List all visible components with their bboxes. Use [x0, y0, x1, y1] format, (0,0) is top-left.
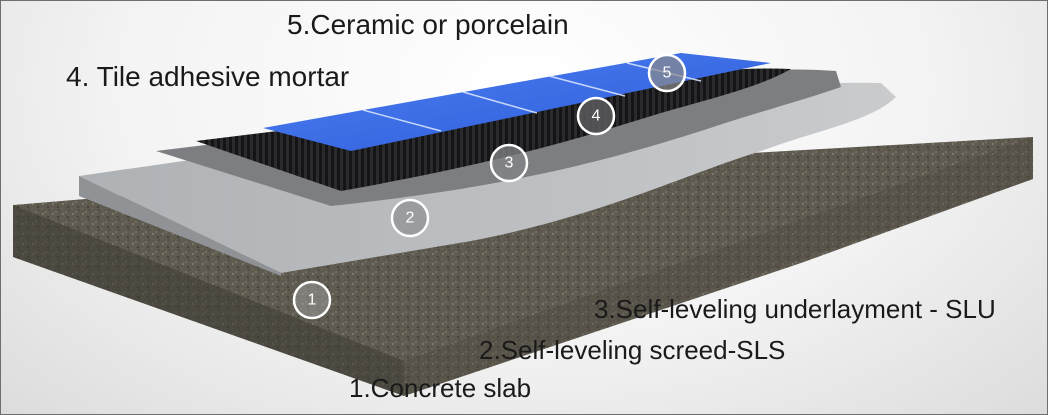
- label-concrete-slab: 1.Concrete slab: [349, 373, 532, 403]
- badge-4: 4: [576, 96, 616, 136]
- label-ceramic-porcelain: 5.Ceramic or porcelain: [287, 9, 569, 40]
- badge-3: 3: [489, 143, 529, 183]
- label-tile-adhesive: 4. Tile adhesive mortar: [66, 61, 350, 92]
- badge-1-number: 1: [308, 292, 317, 309]
- adhesive-layer: [196, 68, 791, 191]
- label-self-leveling-underlayment: 3.Self-leveling underlayment - SLU: [594, 294, 996, 324]
- badge-3-number: 3: [505, 155, 514, 172]
- badge-4-number: 4: [592, 108, 601, 125]
- badge-2: 2: [390, 198, 430, 238]
- label-self-leveling-screed: 2.Self-leveling screed-SLS: [479, 335, 786, 365]
- badge-2-number: 2: [406, 210, 415, 227]
- badge-1: 1: [292, 280, 332, 320]
- badge-5: 5: [647, 53, 687, 93]
- badge-5-number: 5: [663, 65, 672, 82]
